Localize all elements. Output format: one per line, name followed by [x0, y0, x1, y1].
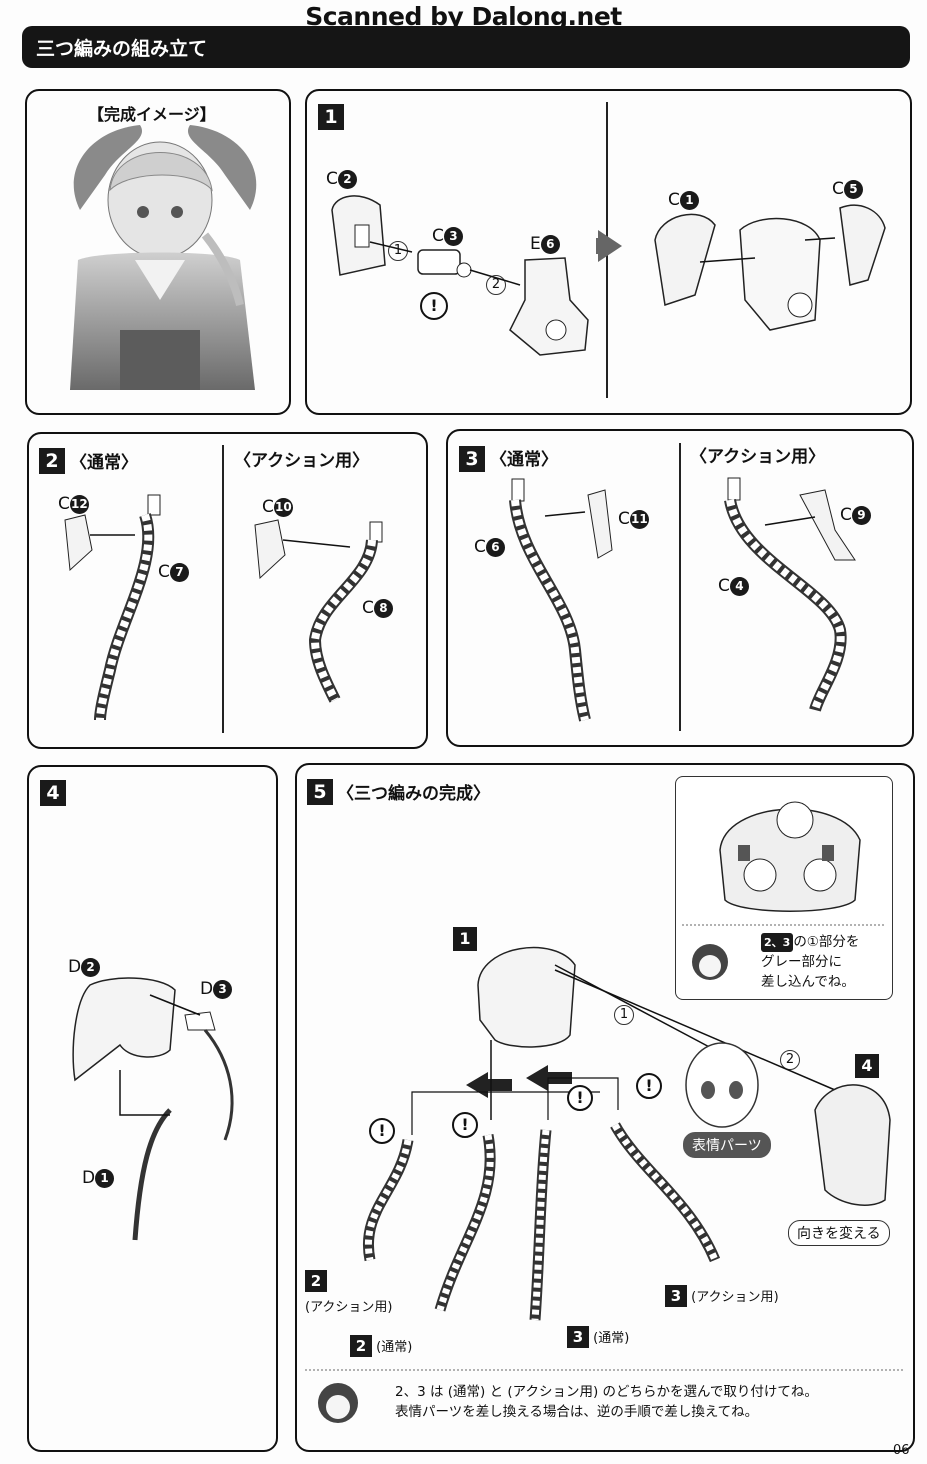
step5-caution-icon-2: !	[452, 1112, 478, 1138]
step1-order-2: 2	[486, 275, 506, 295]
step5-caution-icon-1: !	[369, 1118, 395, 1144]
step1-panel	[305, 89, 912, 415]
item-2-normal-label: 2 (通常)	[350, 1335, 412, 1357]
page-number: 06	[893, 1443, 910, 1458]
step5-order-2: 2	[780, 1050, 800, 1070]
section-title-bar: 三つ編みの組み立て	[22, 26, 910, 68]
step4-panel	[27, 765, 278, 1452]
step5-title: 〈三つ編みの完成〉	[337, 784, 490, 804]
part-c12-label: C12	[58, 494, 89, 514]
step2-action-label: 〈アクション用〉	[234, 451, 370, 471]
completed-image-caption: 【完成イメージ】	[88, 105, 216, 124]
step4-number: 4	[40, 780, 66, 806]
step5-ref-step1: 1	[453, 927, 477, 951]
change-direction-label: 向きを変える	[788, 1220, 890, 1246]
step5-panel	[295, 763, 915, 1452]
step5-ref-step4: 4	[855, 1054, 879, 1078]
item-3-action-label: 3 (アクション用)	[665, 1285, 779, 1307]
step3-normal-label: 〈通常〉	[490, 450, 558, 470]
step3-action-label: 〈アクション用〉	[690, 447, 826, 467]
part-c11-label: C11	[618, 509, 649, 529]
step2-number: 2	[39, 448, 65, 474]
part-c10-label: C10	[262, 497, 293, 517]
step3-panel	[446, 429, 914, 747]
step5-caution-icon-4: !	[636, 1073, 662, 1099]
step1-caution-icon: !	[420, 292, 448, 320]
section-title: 三つ編みの組み立て	[36, 38, 208, 60]
bottom-instruction-note: 2、3 は (通常) と (アクション用) のどちらかを選んで取り付けてね。 表…	[395, 1384, 818, 1420]
step2-panel	[27, 432, 428, 749]
item-3-normal-label: 3 (通常)	[567, 1326, 629, 1348]
step2-divider	[222, 445, 224, 733]
face-parts-label: 表情パーツ	[683, 1132, 771, 1158]
step5-number: 5	[307, 779, 333, 805]
step2-normal-label: 〈通常〉	[70, 453, 138, 473]
step5-caution-icon-3: !	[567, 1085, 593, 1111]
step1-number: 1	[318, 104, 344, 130]
step3-divider	[679, 443, 681, 731]
completed-image-panel	[25, 89, 291, 415]
step5-order-1: 1	[614, 1005, 634, 1025]
item-2-action-label: 2 (アクション用)	[305, 1270, 393, 1315]
step3-number: 3	[459, 446, 485, 472]
